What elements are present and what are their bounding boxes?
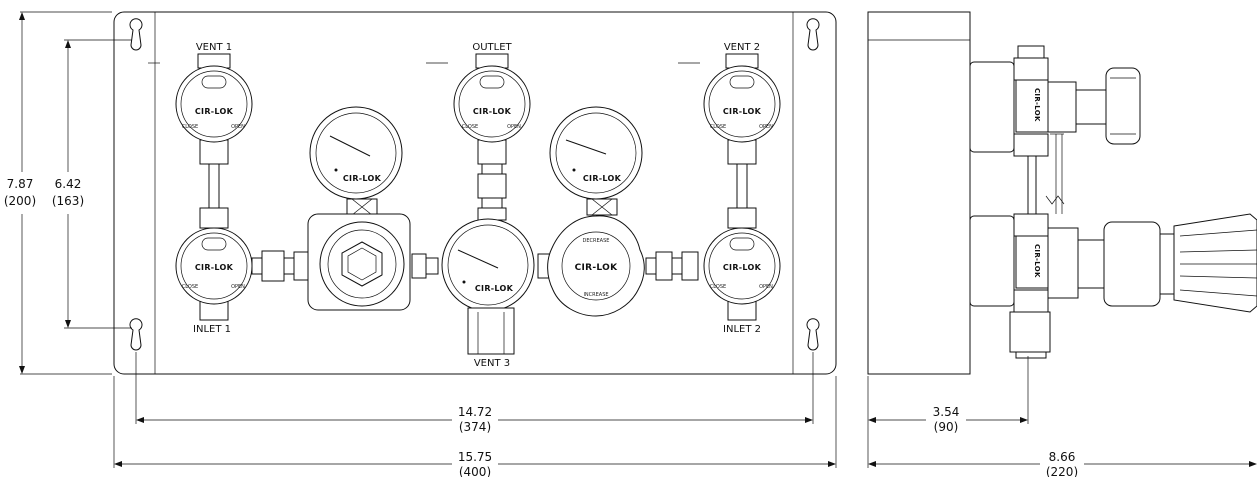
valve-close-mark: CLOSE xyxy=(710,124,726,130)
fitting-outlet-stack xyxy=(477,163,507,221)
tube-left xyxy=(208,163,220,211)
valve-brand: CIR-LOK xyxy=(723,107,762,116)
gauge-center: CIR-LOK xyxy=(441,218,535,312)
label-vent-3: VENT 3 xyxy=(474,358,510,369)
valve-open-mark: OPEN xyxy=(231,284,245,290)
fitting-inlet-1 xyxy=(251,250,311,282)
dimension-depth-total: 8.66 (220) xyxy=(868,448,1257,477)
label-vent-1: VENT 1 xyxy=(196,42,232,53)
tube-right xyxy=(736,163,748,211)
adjustment-knob: CIR-LOK DECREASE INCREASE xyxy=(547,215,645,317)
dimension-height-total: 7.87 (200) xyxy=(4,11,112,375)
dim-width-total-in: 15.75 xyxy=(458,450,492,464)
valve-vent-2: CIR-LOK CLOSE OPEN xyxy=(703,53,781,165)
valve-open-mark: OPEN xyxy=(231,124,245,130)
dim-height-holes-mm: (163) xyxy=(52,194,84,208)
valve-vent-1: CIR-LOK CLOSE OPEN xyxy=(175,53,253,165)
dimension-depth-mount: 3.54 (90) xyxy=(867,356,1029,468)
valve-outlet: CIR-LOK CLOSE OPEN xyxy=(453,53,531,165)
side-view: CIR-LOK CIR-LOK xyxy=(867,11,1257,375)
valve-inlet-2: CIR-LOK CLOSE OPEN xyxy=(703,207,781,321)
valve-close-mark: CLOSE xyxy=(462,124,478,130)
valve-close-mark: CLOSE xyxy=(182,284,198,290)
valve-close-mark: CLOSE xyxy=(182,124,198,130)
dim-depth-total-mm: (220) xyxy=(1046,465,1078,477)
gauge-brand: CIR-LOK xyxy=(343,174,382,183)
valve-close-mark: CLOSE xyxy=(710,284,726,290)
mounting-slot-top-right xyxy=(806,18,820,51)
valve-brand: CIR-LOK xyxy=(723,263,762,272)
dim-height-total-in: 7.87 xyxy=(7,177,34,191)
valve-brand: CIR-LOK xyxy=(195,263,234,272)
dim-depth-total-in: 8.66 xyxy=(1049,450,1076,464)
valve-open-mark: OPEN xyxy=(759,284,773,290)
mounting-slot-bottom-right xyxy=(806,318,820,351)
gauge-brand: CIR-LOK xyxy=(583,174,622,183)
front-panel xyxy=(113,11,837,375)
mounting-slot-bottom-left xyxy=(129,318,143,351)
gauge-left: CIR-LOK xyxy=(309,106,403,216)
dimension-width-total: 15.75 (400) xyxy=(113,376,837,477)
dim-width-holes-mm: (374) xyxy=(459,420,491,434)
label-inlet-2: INLET 2 xyxy=(723,324,761,335)
valve-brand: CIR-LOK xyxy=(473,107,512,116)
label-inlet-1: INLET 1 xyxy=(193,324,231,335)
regulator-body xyxy=(307,213,411,311)
side-lower-brand: CIR-LOK xyxy=(1033,244,1041,278)
fitting-center-left xyxy=(411,253,439,279)
knob-increase-mark: INCREASE xyxy=(583,292,608,298)
gauge-brand: CIR-LOK xyxy=(475,284,514,293)
dim-width-total-mm: (400) xyxy=(459,465,491,477)
valve-inlet-1: CIR-LOK CLOSE OPEN xyxy=(175,207,253,321)
fitting-inlet-2 xyxy=(645,251,699,281)
dim-depth-mount-in: 3.54 xyxy=(933,405,960,419)
label-vent-2: VENT 2 xyxy=(724,42,760,53)
valve-brand: CIR-LOK xyxy=(195,107,234,116)
vent-3-block xyxy=(467,307,515,355)
side-upper-brand: CIR-LOK xyxy=(1033,88,1041,122)
knob-decrease-mark: DECREASE xyxy=(583,238,610,244)
dimension-width-holes: 14.72 (374) xyxy=(135,352,814,434)
dim-depth-mount-mm: (90) xyxy=(934,420,959,434)
dim-height-holes-in: 6.42 xyxy=(55,177,82,191)
dim-height-total-mm: (200) xyxy=(4,194,36,208)
mounting-slot-top-left xyxy=(129,18,143,51)
gauge-right: CIR-LOK xyxy=(549,106,643,216)
valve-open-mark: OPEN xyxy=(507,124,521,130)
label-outlet: OUTLET xyxy=(472,42,512,53)
dim-width-holes-in: 14.72 xyxy=(458,405,492,419)
dimension-height-holes: 6.42 (163) xyxy=(52,39,132,329)
valve-open-mark: OPEN xyxy=(759,124,773,130)
knob-brand: CIR-LOK xyxy=(575,263,618,273)
